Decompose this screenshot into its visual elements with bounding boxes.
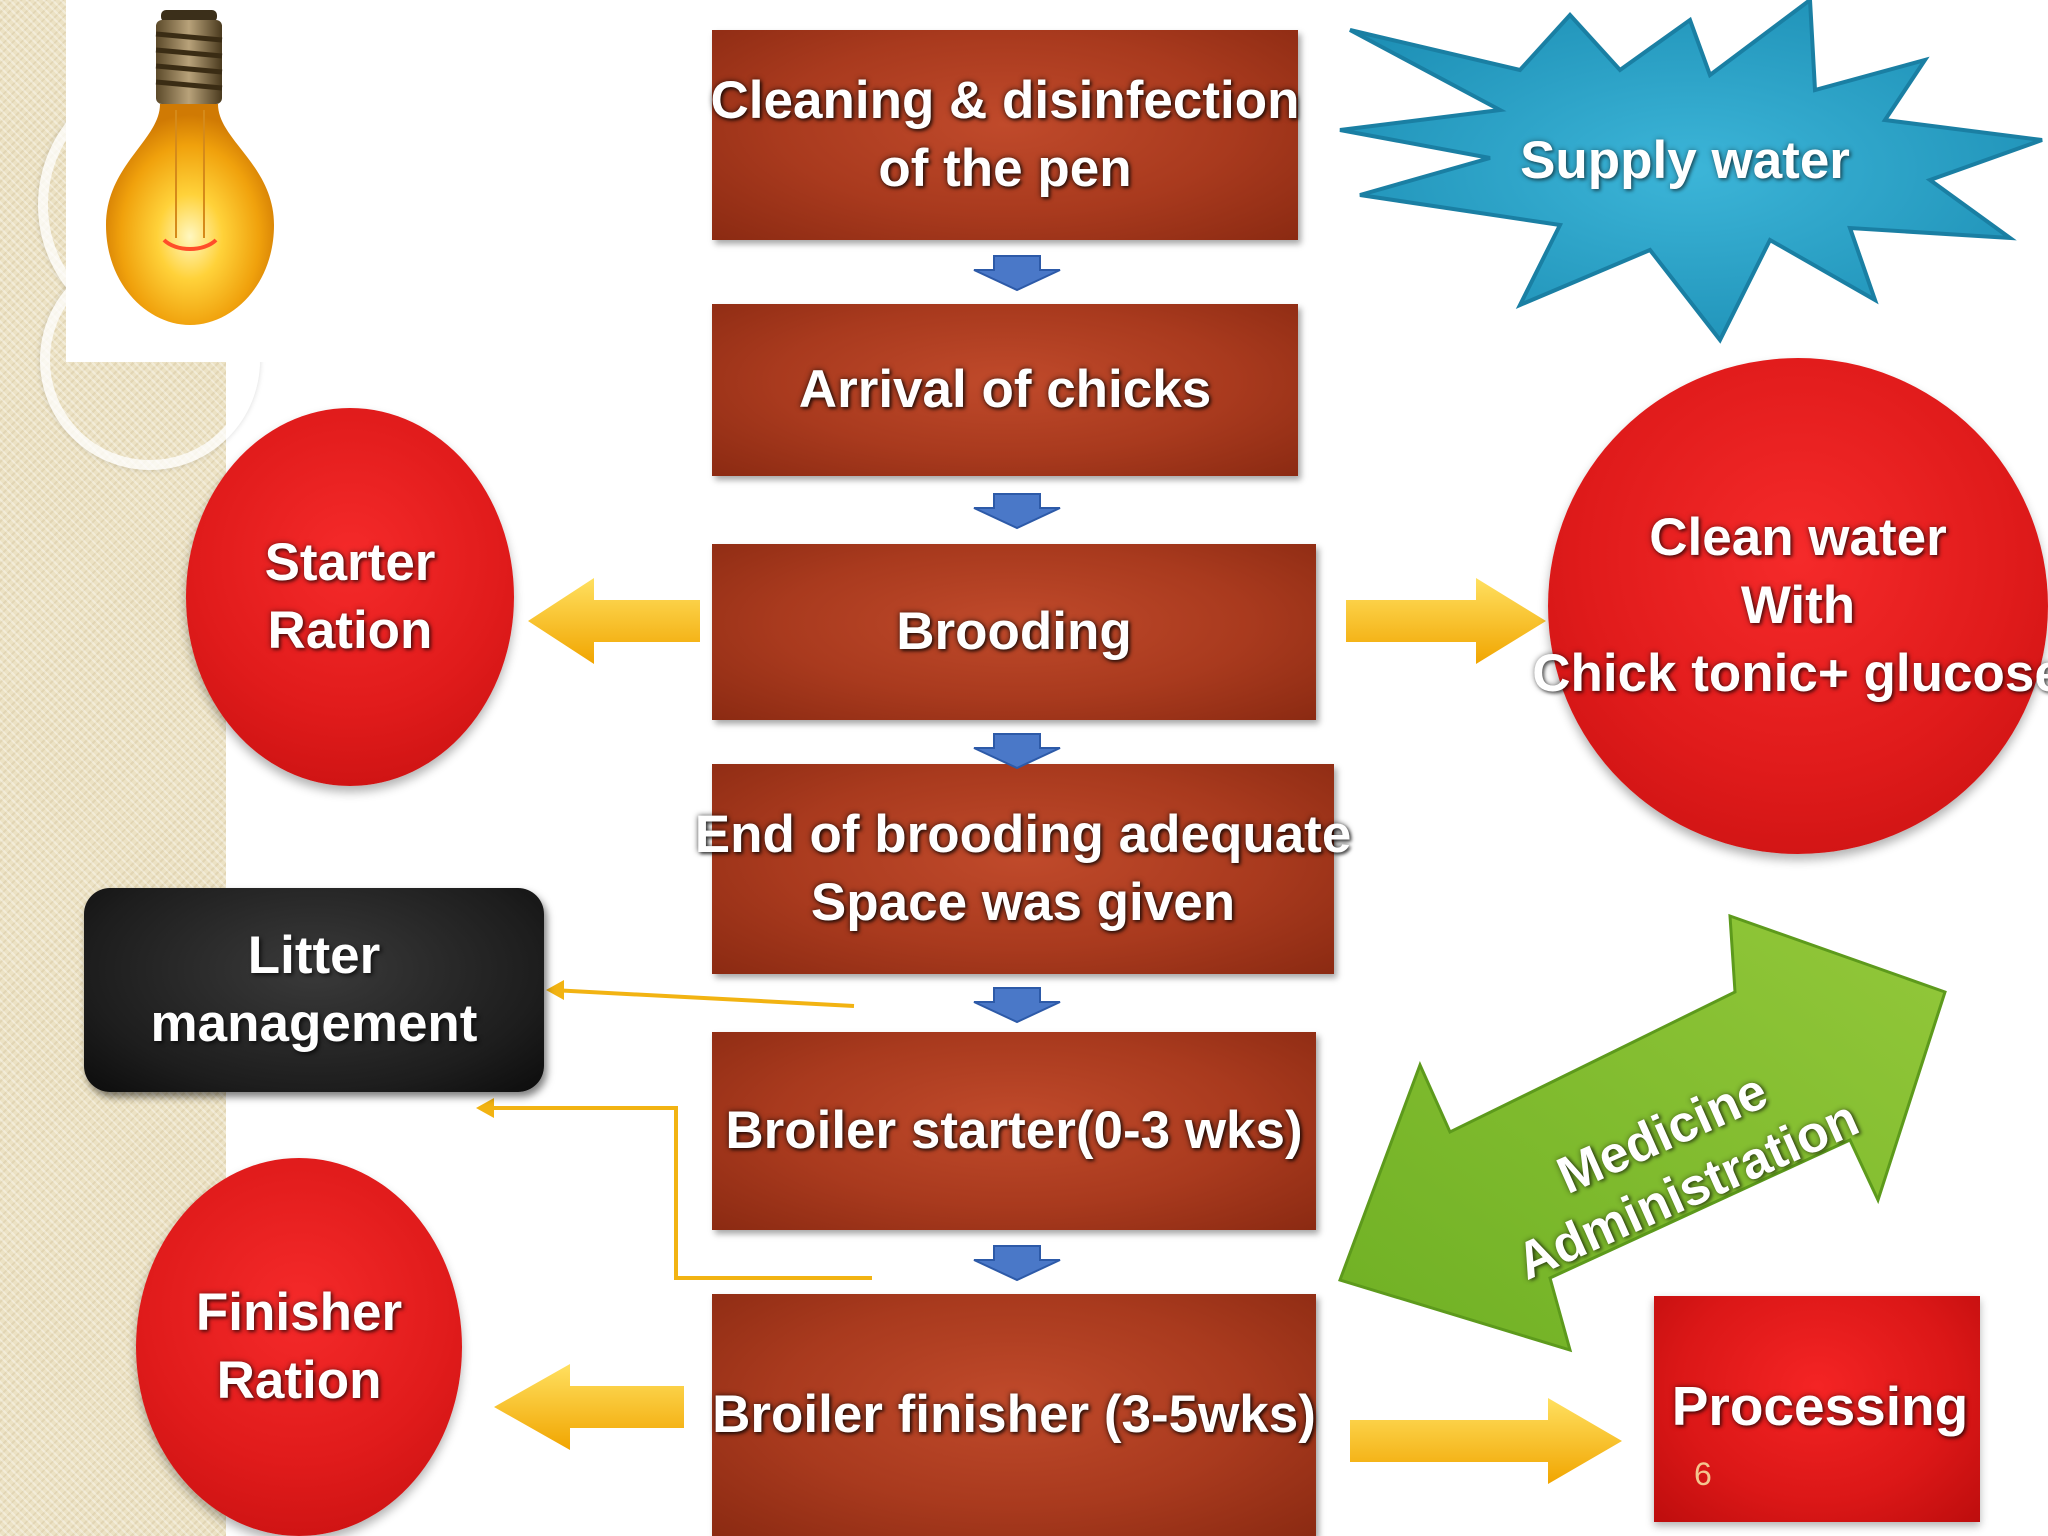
flow-step-broiler-starter: Broiler starter(0-3 wks): [712, 1032, 1316, 1230]
processing-box: [1654, 1296, 1980, 1522]
processing-label: Processing: [1671, 1375, 1969, 1437]
right-arrow-icon: [1350, 1398, 1622, 1484]
medicine-double-arrow-shape: [1338, 913, 1947, 1353]
supply-water-label: Supply water: [1520, 131, 1850, 190]
down-arrow-icon: [973, 493, 1061, 530]
down-arrow-icon: [973, 255, 1061, 292]
slide-number: 6: [1694, 1456, 1712, 1492]
flow-step-brooding: Brooding: [712, 544, 1316, 720]
left-arrow-icon: [528, 578, 700, 664]
down-arrow-icon: [973, 987, 1061, 1024]
light-bulb-icon: [106, 10, 274, 325]
flow-step-broiler-finisher: Broiler finisher (3-5wks): [712, 1294, 1316, 1536]
down-arrow-icon: [973, 733, 1061, 770]
right-arrow-icon: [1346, 578, 1546, 664]
supply-water-star-shape: [1339, 0, 2043, 344]
down-arrow-icon: [973, 1245, 1061, 1282]
left-arrow-icon: [494, 1364, 684, 1450]
light-bulb-image: [66, 0, 322, 362]
flow-step-arrival: Arrival of chicks: [712, 304, 1298, 476]
